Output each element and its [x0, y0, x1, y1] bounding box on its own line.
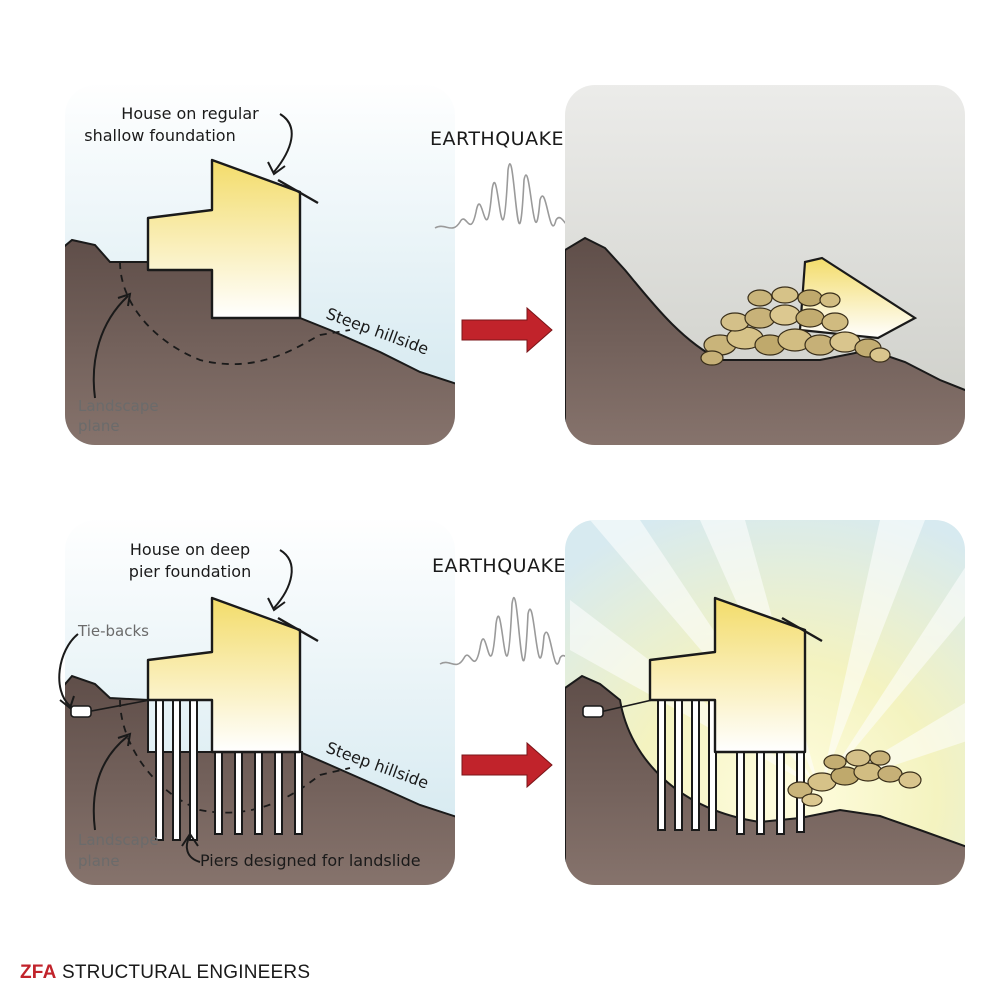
house-label-line2: shallow foundation — [84, 126, 235, 145]
remaining-hillside-ground — [565, 674, 965, 885]
piers-label-arrow — [185, 835, 201, 863]
plane-label-line1: Landscape — [78, 831, 159, 849]
tieback-anchor — [70, 705, 92, 718]
roof-eave — [781, 616, 823, 643]
plane-label-line1: Landscape — [78, 397, 159, 415]
house-label-line2: pier foundation — [129, 562, 251, 581]
arrowhead — [59, 695, 75, 710]
arrowhead — [267, 597, 286, 612]
slid-hillside-ground — [565, 236, 965, 445]
panel-bottom-left: House on deep pier foundation Tie-backs … — [58, 520, 455, 885]
house-label-arrow — [273, 549, 293, 609]
plane-label-line2: plane — [78, 852, 120, 870]
arrowhead — [267, 161, 286, 176]
tieback-label: Tie-backs — [77, 622, 149, 640]
house — [146, 596, 302, 754]
tieback-anchor — [582, 705, 604, 718]
house-label-line1: House on regular — [121, 104, 259, 123]
roof-eave — [277, 178, 319, 205]
earthquake-label: EARTHQUAKE! — [430, 128, 572, 150]
earthquake-indicator-top: EARTHQUAKE! — [430, 128, 576, 354]
brand-logo: ZFA — [20, 962, 57, 983]
arrow-right-icon — [461, 741, 553, 789]
landslide-debris — [700, 286, 891, 366]
plane-label-line2: plane — [78, 417, 120, 435]
panel-top-right — [565, 85, 965, 445]
arrowhead — [117, 732, 132, 747]
tieback-rod — [85, 699, 151, 713]
plane-label-arrow — [92, 735, 129, 831]
earthquake-indicator-bottom: EARTHQUAKE! — [432, 555, 579, 789]
arrow-right-icon — [461, 306, 553, 354]
company-footer: ZFA STRUCTURAL ENGINEERS — [20, 962, 310, 984]
seismic-wave — [434, 162, 576, 231]
house — [146, 158, 302, 320]
company-name: STRUCTURAL ENGINEERS — [61, 962, 311, 983]
arrowhead — [117, 292, 132, 307]
piers-label: Piers designed for landslide — [200, 851, 421, 870]
plane-label-arrow — [92, 295, 129, 399]
house-label-arrow — [273, 113, 293, 173]
landscape-plane-line — [119, 261, 351, 365]
panel-top-left: House on regular shallow foundation Stee… — [65, 85, 455, 445]
house-label-line1: House on deep — [130, 540, 250, 559]
roof-eave — [277, 616, 319, 643]
tieback-label-arrow — [58, 633, 79, 707]
arrowhead — [181, 832, 199, 847]
earthquake-label: EARTHQUAKE! — [432, 555, 574, 577]
seismic-wave — [439, 596, 579, 667]
tieback-rod — [599, 699, 653, 713]
surviving-house — [648, 596, 807, 754]
landslide-debris — [787, 749, 922, 807]
panel-bottom-right — [565, 520, 965, 885]
